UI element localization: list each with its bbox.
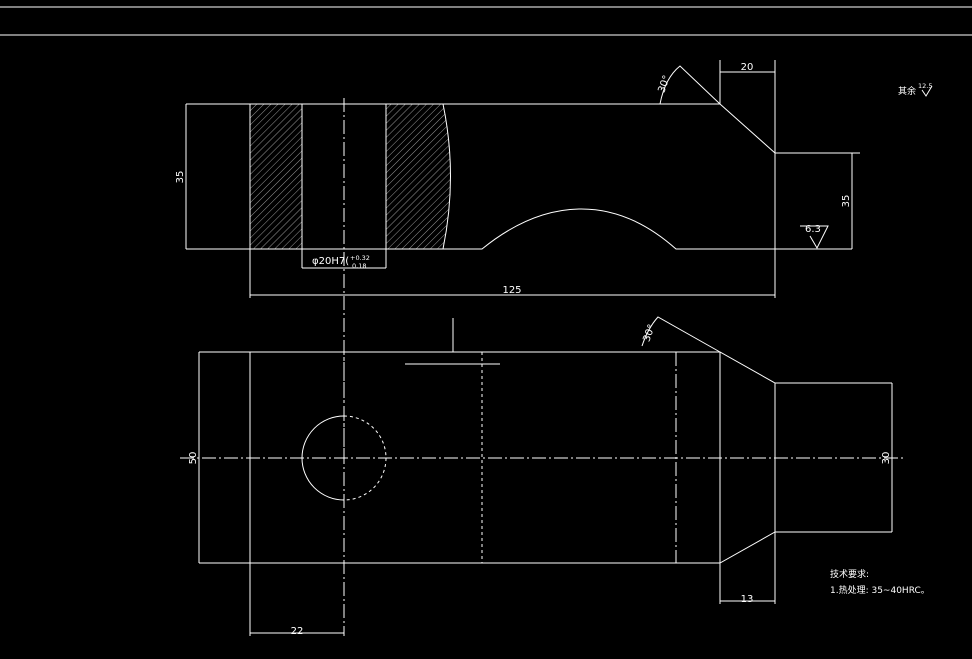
- dim-width-plan: 50: [188, 452, 199, 465]
- roughness-general-symbol: [921, 85, 933, 97]
- dim-height-right: 35: [841, 195, 852, 208]
- roughness-local: 6.3: [805, 224, 821, 235]
- dim-height-left: 35: [175, 171, 186, 184]
- dim-total-length: 125: [502, 285, 521, 296]
- dim-neck-width: 30: [881, 452, 892, 465]
- dim-angle-plan: 30°: [641, 323, 657, 343]
- dim-bore-tol-lower: 0.18: [352, 262, 366, 270]
- dim-neck-length: 13: [741, 594, 754, 605]
- dim-hole-offset: 22: [291, 626, 304, 637]
- dim-width-top-right: 20: [741, 62, 754, 73]
- roughness-general-value: 12.5: [918, 82, 932, 90]
- roughness-symbol: [800, 225, 829, 250]
- dim-bore: φ20H7(: [312, 256, 349, 267]
- roughness-general-prefix: 其余: [898, 85, 916, 97]
- dim-angle-top: 30°: [656, 74, 672, 94]
- tech-notes-item1: 1.热处理: 35~40HRC。: [830, 584, 930, 596]
- section-hatch-right: [386, 104, 451, 249]
- section-hatch-left: [250, 104, 302, 249]
- sheet-border: [0, 6, 972, 36]
- tech-notes-title: 技术要求:: [830, 568, 869, 580]
- dim-bore-tol-upper: +0.32: [350, 254, 370, 262]
- plan-view: [180, 316, 905, 636]
- front-view: [185, 60, 860, 318]
